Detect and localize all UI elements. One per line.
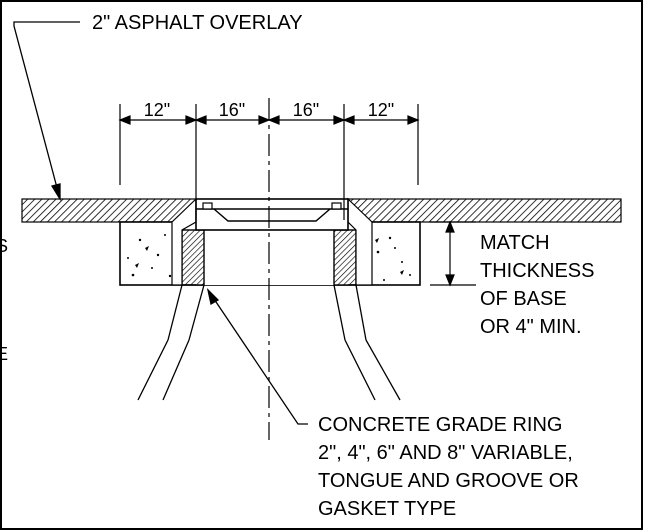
dimension-extensions bbox=[119, 104, 419, 220]
match-callout-line: OR 4" MIN. bbox=[480, 316, 582, 338]
concrete-aggregate bbox=[127, 234, 411, 281]
ring-callout-line: 2", 4", 6" AND 8" VARIABLE, bbox=[318, 442, 573, 464]
overlay-callout: 2" ASPHALT OVERLAY bbox=[92, 12, 303, 34]
match-callout-line: OF BASE bbox=[480, 288, 567, 310]
dimension-label: 12" bbox=[368, 100, 394, 120]
ring-leader bbox=[206, 287, 308, 425]
dimension-line bbox=[118, 115, 420, 125]
grade-ring-left bbox=[181, 229, 205, 286]
match-callout-line: MATCH bbox=[480, 232, 550, 254]
asphalt-right bbox=[347, 198, 622, 223]
frame bbox=[195, 198, 349, 231]
ring-callout-line: TONGUE AND GROOVE OR bbox=[318, 470, 579, 492]
overlay-leader bbox=[13, 21, 80, 202]
riser-walls bbox=[137, 284, 401, 401]
dimension-label: 16" bbox=[219, 100, 245, 120]
ring-callout-line: CONCRETE GRADE RING bbox=[318, 414, 562, 436]
dimension-label: 12" bbox=[144, 100, 170, 120]
asphalt-left bbox=[21, 198, 197, 223]
grade-ring-right bbox=[333, 229, 357, 286]
match-dimension bbox=[430, 220, 476, 287]
cover bbox=[213, 208, 331, 222]
ring-callout-line: GASKET TYPE bbox=[318, 498, 456, 520]
dimension-label: 16" bbox=[293, 100, 319, 120]
clipped-fragment: S bbox=[0, 236, 8, 256]
clipped-fragment: E bbox=[0, 344, 8, 364]
match-callout-line: THICKNESS bbox=[480, 260, 594, 282]
